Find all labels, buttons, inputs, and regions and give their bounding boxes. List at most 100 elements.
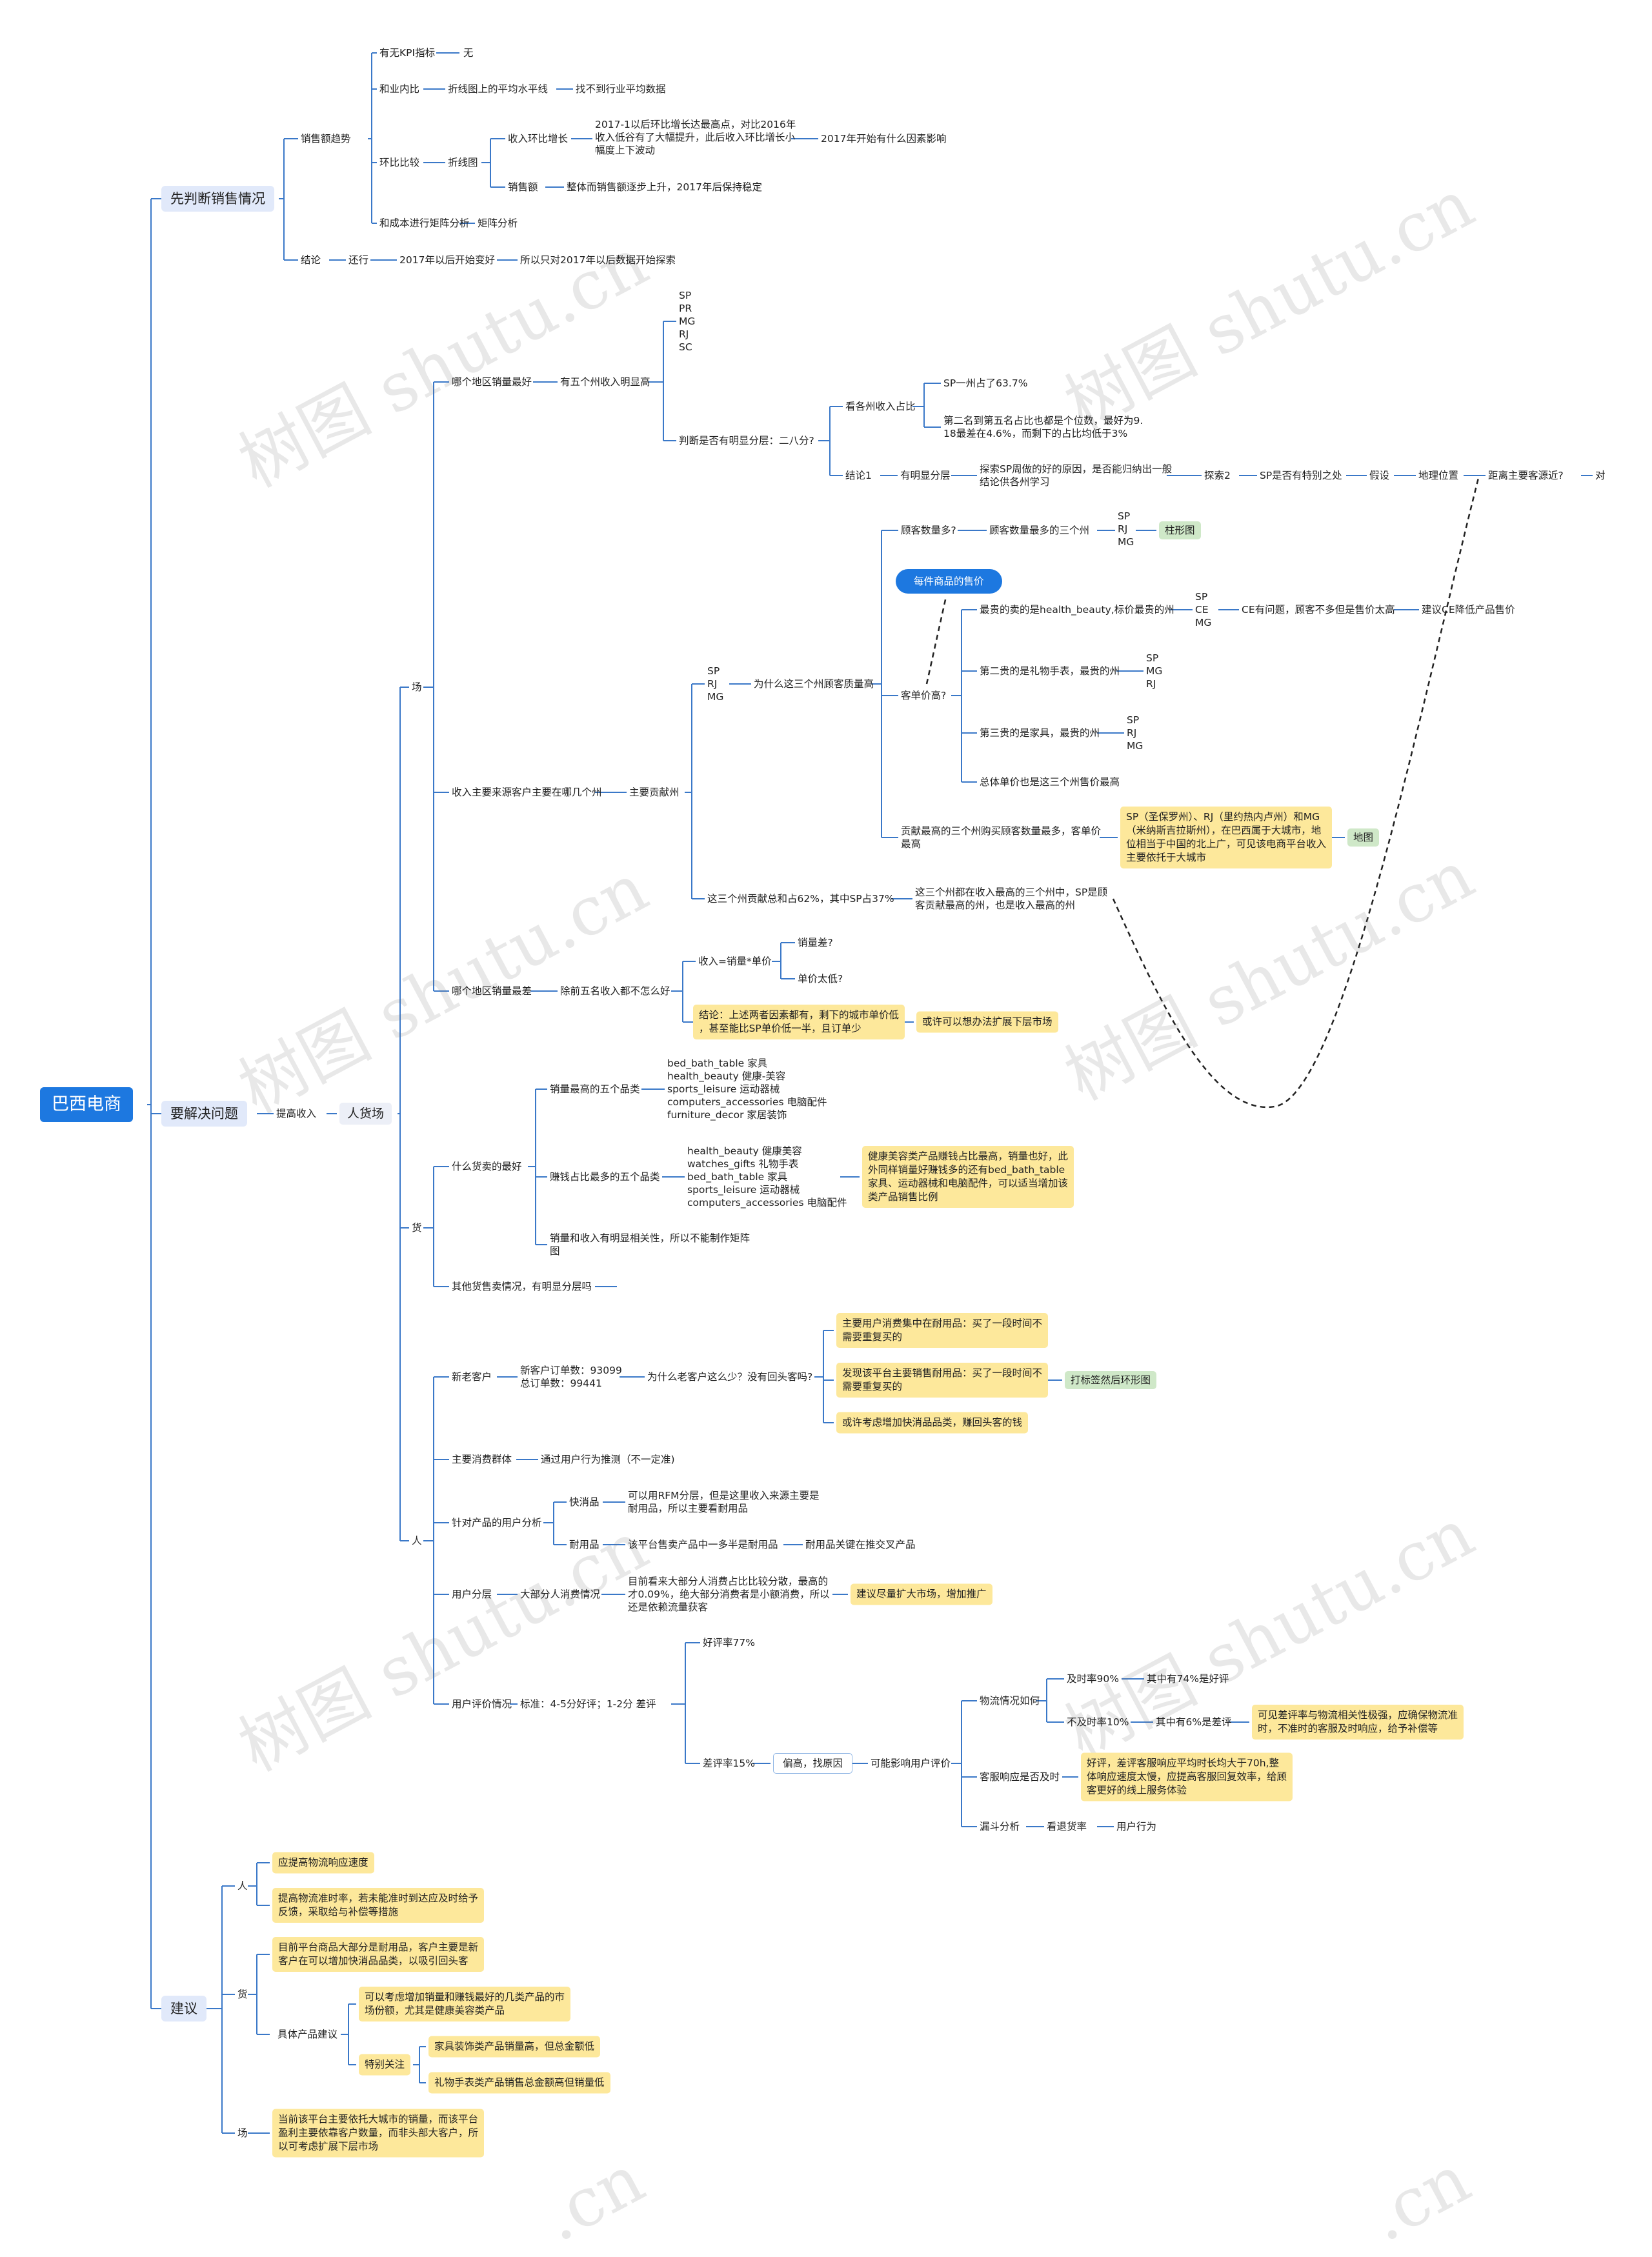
node-states-list[interactable]: SP PR MG RJ SC [679,290,696,353]
node-conclusion-explore[interactable]: 所以只对2017年以后数据开始探索 [520,254,676,266]
node-tag-donut[interactable]: 打标签然后环形图 [1065,1371,1157,1389]
node-ce-suggest[interactable]: 建议CE降低产品售价 [1422,604,1515,616]
node-most-customers[interactable]: 顾客数量最多的三个州 [989,525,1090,536]
node-late-note[interactable]: 可见差评率与物流相关性极强，应确保物流准 时，不准时的客服及时响应，给予补偿等 [1252,1705,1464,1740]
node-near-source[interactable]: 距离主要客源近? [1488,470,1564,481]
node-sp-special[interactable]: SP是否有特别之处 [1260,470,1342,481]
node-main-source[interactable]: 收入主要来源客户主要在哪几个州 [452,787,602,798]
node-sales-trend[interactable]: 销售额趋势 [301,133,351,145]
node-sugg-specific[interactable]: 具体产品建议 [277,2029,338,2040]
node-two-eight[interactable]: 判断是否有明显分层：二八分? [679,435,814,446]
node-explore-sp[interactable]: 探索SP周做的好的原因，是否能归纳出一般 结论供各州学习 [980,463,1173,488]
node-hb-most-expensive[interactable]: 最贵的卖的是health_beauty,标价最贵的州 [980,604,1174,616]
node-late[interactable]: 不及时率10% [1067,1716,1129,1728]
node-income-formula[interactable]: 收入=销量*单价 [698,956,772,967]
branch-suggestions[interactable]: 建议 [161,1996,206,2021]
node-good-rate[interactable]: 好评率77% [703,1637,755,1649]
node-share62-desc[interactable]: 这三个州都在收入最高的三个州中，SP是顾 客贡献最高的州，也是收入最高的州 [915,887,1108,911]
node-cs-note[interactable]: 好评，差评客服响应平均时长均大于70h,整 体响应速度太慢，应提高客服回复效率，… [1081,1752,1293,1801]
node-fmcg-desc[interactable]: 可以用RFM分层，但是这里收入来源主要是 耐用品，所以主要看耐用品 [628,1490,820,1514]
node-return-rate[interactable]: 看退货率 [1047,1821,1087,1832]
node-conclusion[interactable]: 结论 [301,254,321,266]
node-price-each[interactable]: 每件商品的售价 [896,569,1002,594]
node-share62[interactable]: 这三个州贡献总和占62%，其中SP占37% [707,893,894,905]
node-share-rest[interactable]: 第二名到第五名占比也都是个位数，最好为9. 18最差在4.6%，而剩下的占比均低… [943,415,1143,439]
node-on-time-good[interactable]: 其中有74%是好评 [1147,1673,1229,1685]
node-top5-profit[interactable]: 赚钱占比最多的五个品类 [550,1171,660,1183]
node-product-user[interactable]: 针对产品的用户分析 [452,1517,542,1529]
node-people-goods-place[interactable]: 人货场 [339,1103,392,1125]
node-big-city-note[interactable]: SP（圣保罗州）、RJ（里约热内卢州）和MG （米纳斯吉拉斯州），在巴西属于大城… [1120,807,1333,868]
node-expand-market[interactable]: 建议尽量扩大市场，增加推广 [851,1583,992,1605]
node-ce-issue[interactable]: CE有问题，顾客不多但是售价太高 [1242,604,1395,616]
node-mom-sales-desc[interactable]: 整体而销售额逐步上升，2017年后保持稳定 [567,181,762,193]
node-sugg-pl1[interactable]: 当前该平台主要依托大城市的销量，而该平台 盈利主要依靠客户数量，而非头部大客户，… [272,2109,485,2158]
node-user-behavior[interactable]: 用户行为 [1116,1821,1157,1832]
node-new-old[interactable]: 新老客户 [452,1371,492,1383]
node-logistics[interactable]: 物流情况如何 [980,1695,1040,1707]
node-sugg-place[interactable]: 场 [237,2127,248,2139]
node-sugg-goods[interactable]: 货 [237,1989,248,2000]
node-may-affect[interactable]: 可能影响用户评价 [871,1758,951,1769]
node-furniture-list[interactable]: SP RJ MG [1127,714,1143,752]
node-mom-income-question[interactable]: 2017年开始有什么因素影响 [821,133,947,145]
node-sugg-sp1[interactable]: 可以考虑增加销量和赚钱最好的几类产品的市 场份额，尤其是健康美容类产品 [359,1987,571,2021]
node-kpi[interactable]: 有无KPI指标 [379,47,436,59]
node-segment[interactable]: 用户分层 [452,1589,492,1600]
node-furniture[interactable]: 第三贵的是家具，最贵的州 [980,727,1100,739]
node-low-price[interactable]: 单价太低? [798,973,843,985]
branch-problems[interactable]: 要解决问题 [161,1101,247,1127]
node-review-standard[interactable]: 标准：4-5分好评；1-2分 差评 [520,1698,656,1710]
node-most-users[interactable]: 大部分人消费情况 [520,1589,601,1600]
node-mom-chart[interactable]: 折线图 [448,157,478,168]
node-mom-sales[interactable]: 销售额 [508,181,538,193]
node-durable-note2[interactable]: 发现该平台主要销售耐用品：买了一段时间不 需要重复买的 [836,1363,1049,1398]
node-contrib-most[interactable]: 贡献最高的三个州购买顾客数量最多，客单价 最高 [901,825,1102,850]
node-main-group[interactable]: 主要消费群体 [452,1454,512,1465]
node-best-region[interactable]: 哪个地区销量最好 [452,376,532,388]
node-mom-income[interactable]: 收入环比增长 [508,133,569,145]
node-layered[interactable]: 有明显分层 [900,470,951,481]
node-geo-location[interactable]: 地理位置 [1418,470,1459,481]
node-correct[interactable]: 对 [1595,470,1606,481]
node-cs-response[interactable]: 客服响应是否及时 [980,1771,1060,1783]
node-mom[interactable]: 环比比较 [379,157,420,168]
node-conclusion-better[interactable]: 2017年以后开始变好 [399,254,495,266]
node-sugg-sp2[interactable]: 家具装饰类产品销量高，但总金额低 [428,2036,601,2058]
node-durable-note1[interactable]: 主要用户消费集中在耐用品：买了一段时间不 需要重复买的 [836,1313,1049,1348]
node-raise-income[interactable]: 提高收入 [276,1108,317,1119]
node-why-few-returning[interactable]: 为什么老客户这么少？没有回头客吗? [647,1371,813,1383]
node-main-group-desc[interactable]: 通过用户行为推测（不一定准) [541,1454,675,1465]
node-review[interactable]: 用户评价情况 [452,1698,512,1710]
node-sugg-sp3[interactable]: 礼物手表类产品销售总金额高但销量低 [428,2072,610,2094]
node-industry[interactable]: 和业内比 [379,83,420,95]
node-sugg-g1[interactable]: 目前平台商品大部分是耐用品，客户主要是新 客户在可以增加快消品品类，以吸引回头客 [272,1937,485,1972]
node-bar-chart-tag[interactable]: 柱形图 [1159,521,1201,539]
node-state-share[interactable]: 看各州收入占比 [845,401,916,412]
node-worst-region[interactable]: 哪个地区销量最差 [452,985,532,997]
node-other-goods[interactable]: 其他货售卖情况，有明显分层吗 [452,1281,592,1292]
node-kpi-answer[interactable]: 无 [463,47,474,59]
node-most-users-desc[interactable]: 目前看来大部分人消费占比比较分散，最高的 才0.09%，绝大部分消费者是小额消费… [628,1576,830,1613]
node-hb-list[interactable]: SP CE MG [1195,591,1212,628]
node-sugg-person[interactable]: 人 [237,1880,248,1892]
node-late-bad[interactable]: 其中有6%是差评 [1156,1716,1232,1728]
node-industry-answer[interactable]: 找不到行业平均数据 [576,83,666,95]
node-explore2[interactable]: 探索2 [1204,470,1231,481]
node-five-states[interactable]: 有五个州收入明显高 [560,376,650,388]
node-sugg-special[interactable]: 特别关注 [359,2054,411,2076]
node-share-sp[interactable]: SP一州占了63.7% [943,377,1028,389]
node-correlation[interactable]: 销量和收入有明显相关性，所以不能制作矩阵 图 [550,1232,750,1257]
node-top5-sales[interactable]: 销量最高的五个品类 [550,1083,640,1095]
node-main-contrib[interactable]: 主要贡献州 [629,787,680,798]
node-find-reason[interactable]: 偏高，找原因 [773,1753,853,1774]
node-profit-note[interactable]: 健康美容类产品赚钱占比最高，销量也好，此 外同样销量好赚钱多的还有bed_bat… [862,1146,1074,1208]
root-node[interactable]: 巴西电商 [40,1087,133,1122]
node-best-goods[interactable]: 什么货卖的最好 [452,1161,522,1172]
node-hypothesis[interactable]: 假设 [1369,470,1390,481]
node-goods[interactable]: 货 [412,1222,422,1234]
node-order-counts[interactable]: 新客户订单数：93099 总订单数：99441 [520,1365,622,1389]
node-worst-conclusion[interactable]: 结论：上述两者因素都有，剩下的城市单价低 ，甚至能比SP单价低一半，且订单少 [693,1005,905,1039]
node-why-three[interactable]: 为什么这三个州顾客质量高 [754,678,874,690]
node-cost-matrix[interactable]: 和成本进行矩阵分析 [379,217,470,229]
